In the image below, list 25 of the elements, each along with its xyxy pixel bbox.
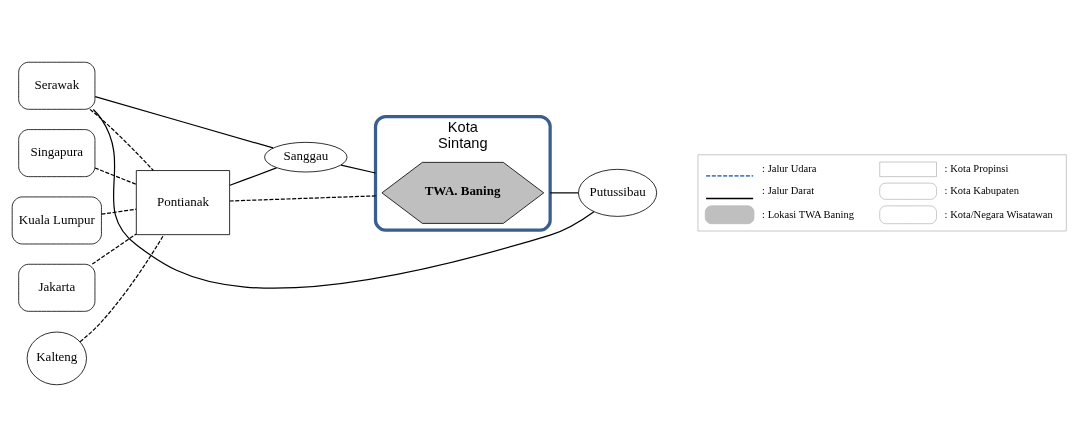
legend-label: : Kota Propinsi [944, 162, 1009, 174]
node-box: Serawak [18, 61, 96, 110]
connector [91, 232, 137, 265]
node-box: Singapura [18, 128, 96, 177]
connector [94, 166, 137, 185]
connector [340, 164, 377, 174]
legend-label: : Jalur Darat [762, 184, 815, 196]
connector [229, 194, 377, 202]
legend-label: : Lokasi TWA Baning [762, 208, 855, 220]
node-ellipse: Sanggau [264, 141, 348, 172]
connector [100, 208, 137, 215]
connector [89, 108, 154, 171]
node-box: Kuala Lumpur [11, 196, 102, 244]
connector [92, 108, 595, 289]
legend-label: : Kota/Negara Wisatawan [944, 208, 1053, 220]
connector [549, 191, 579, 193]
node-ellipse: Kalteng [26, 331, 87, 385]
connector [229, 166, 278, 186]
node-box: Pontianak [135, 169, 231, 235]
legend-label: : Jalur Udara [762, 162, 817, 174]
connector [79, 233, 165, 342]
node-box: Jakarta [18, 263, 96, 312]
legend-label: : Kota Kabupaten [944, 184, 1019, 196]
connector [94, 95, 274, 149]
node-ellipse: Putussibau [578, 168, 658, 217]
